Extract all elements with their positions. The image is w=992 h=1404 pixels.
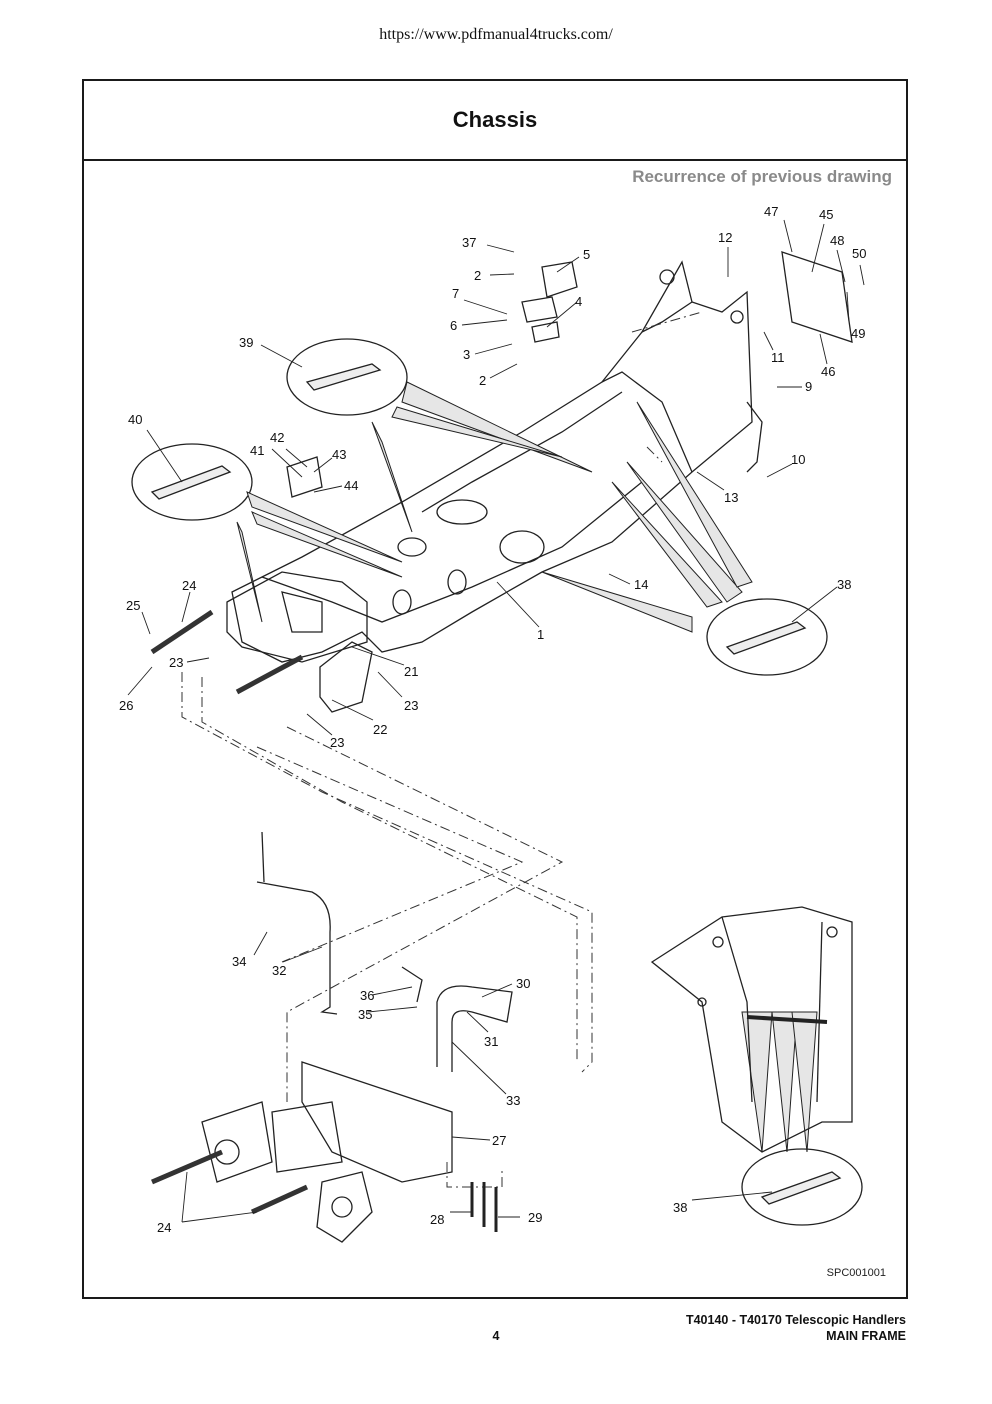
callout: 33 — [506, 1093, 520, 1108]
main-frame-outline — [231, 260, 753, 663]
callout: 22 — [373, 722, 387, 737]
callout: 1 — [537, 627, 544, 642]
callout: 36 — [360, 988, 374, 1003]
source-url[interactable]: https://www.pdfmanual4trucks.com/ — [379, 26, 613, 43]
callout: 10 — [791, 452, 805, 467]
callout: 30 — [516, 976, 530, 991]
callout: 29 — [528, 1210, 542, 1225]
callout: 6 — [450, 318, 457, 333]
callout: 3 — [463, 347, 470, 362]
callout: 44 — [344, 478, 358, 493]
callout: 11 — [771, 350, 785, 365]
product-name: T40140 - T40170 Telescopic Handlers — [685, 1313, 906, 1327]
title-band: Chassis — [84, 81, 906, 161]
footer-product-info: T40140 - T40170 Telescopic Handlers MAIN… — [686, 1312, 906, 1344]
callout: 26 — [119, 698, 133, 713]
callout: 13 — [724, 490, 738, 505]
callout: 32 — [272, 963, 286, 978]
callout: 5 — [583, 247, 590, 262]
section-name: MAIN FRAME — [826, 1329, 906, 1343]
callout: 24 — [157, 1220, 171, 1235]
callout: 2 — [479, 373, 486, 388]
callout: 12 — [718, 230, 732, 245]
callout: 43 — [332, 447, 346, 462]
callout: 28 — [430, 1212, 444, 1227]
callout: 40 — [128, 412, 142, 427]
page-number: 4 — [492, 1329, 500, 1343]
callout: 35 — [358, 1007, 372, 1022]
drawing-frame: Chassis Recurrence of previous drawing — [82, 79, 908, 1299]
callout: 39 — [239, 335, 253, 350]
callout: 45 — [819, 207, 833, 222]
recurrence-note: Recurrence of previous drawing — [632, 167, 892, 186]
callout: 31 — [484, 1034, 498, 1049]
callout: 47 — [764, 204, 778, 219]
callout: 24 — [182, 578, 196, 593]
callout: 14 — [634, 577, 648, 592]
callout: 34 — [232, 954, 246, 969]
callout: 27 — [492, 1133, 506, 1148]
callout: 49 — [851, 326, 865, 341]
callout: 23 — [404, 698, 418, 713]
callout: 2 — [474, 268, 481, 283]
callout: 9 — [805, 379, 812, 394]
callout: 25 — [126, 598, 140, 613]
callout: 23 — [169, 655, 183, 670]
callout: 42 — [270, 430, 284, 445]
figure-code: SPC001001 — [826, 1267, 886, 1279]
callout: 38 — [837, 577, 851, 592]
callout: 7 — [452, 286, 459, 301]
callout: 46 — [821, 364, 835, 379]
callout: 38 — [673, 1200, 687, 1215]
exploded-parts-drawing: 37 2 7 6 3 2 5 4 39 40 42 41 43 44 12 47… — [119, 204, 866, 1243]
callout: 41 — [250, 443, 264, 458]
callout: 48 — [830, 233, 844, 248]
callout: 37 — [462, 235, 476, 250]
drawing-title: Chassis — [452, 107, 538, 132]
callout: 4 — [575, 294, 582, 309]
callout: 23 — [330, 735, 344, 750]
callout: 21 — [404, 664, 418, 679]
callout: 50 — [852, 246, 866, 261]
